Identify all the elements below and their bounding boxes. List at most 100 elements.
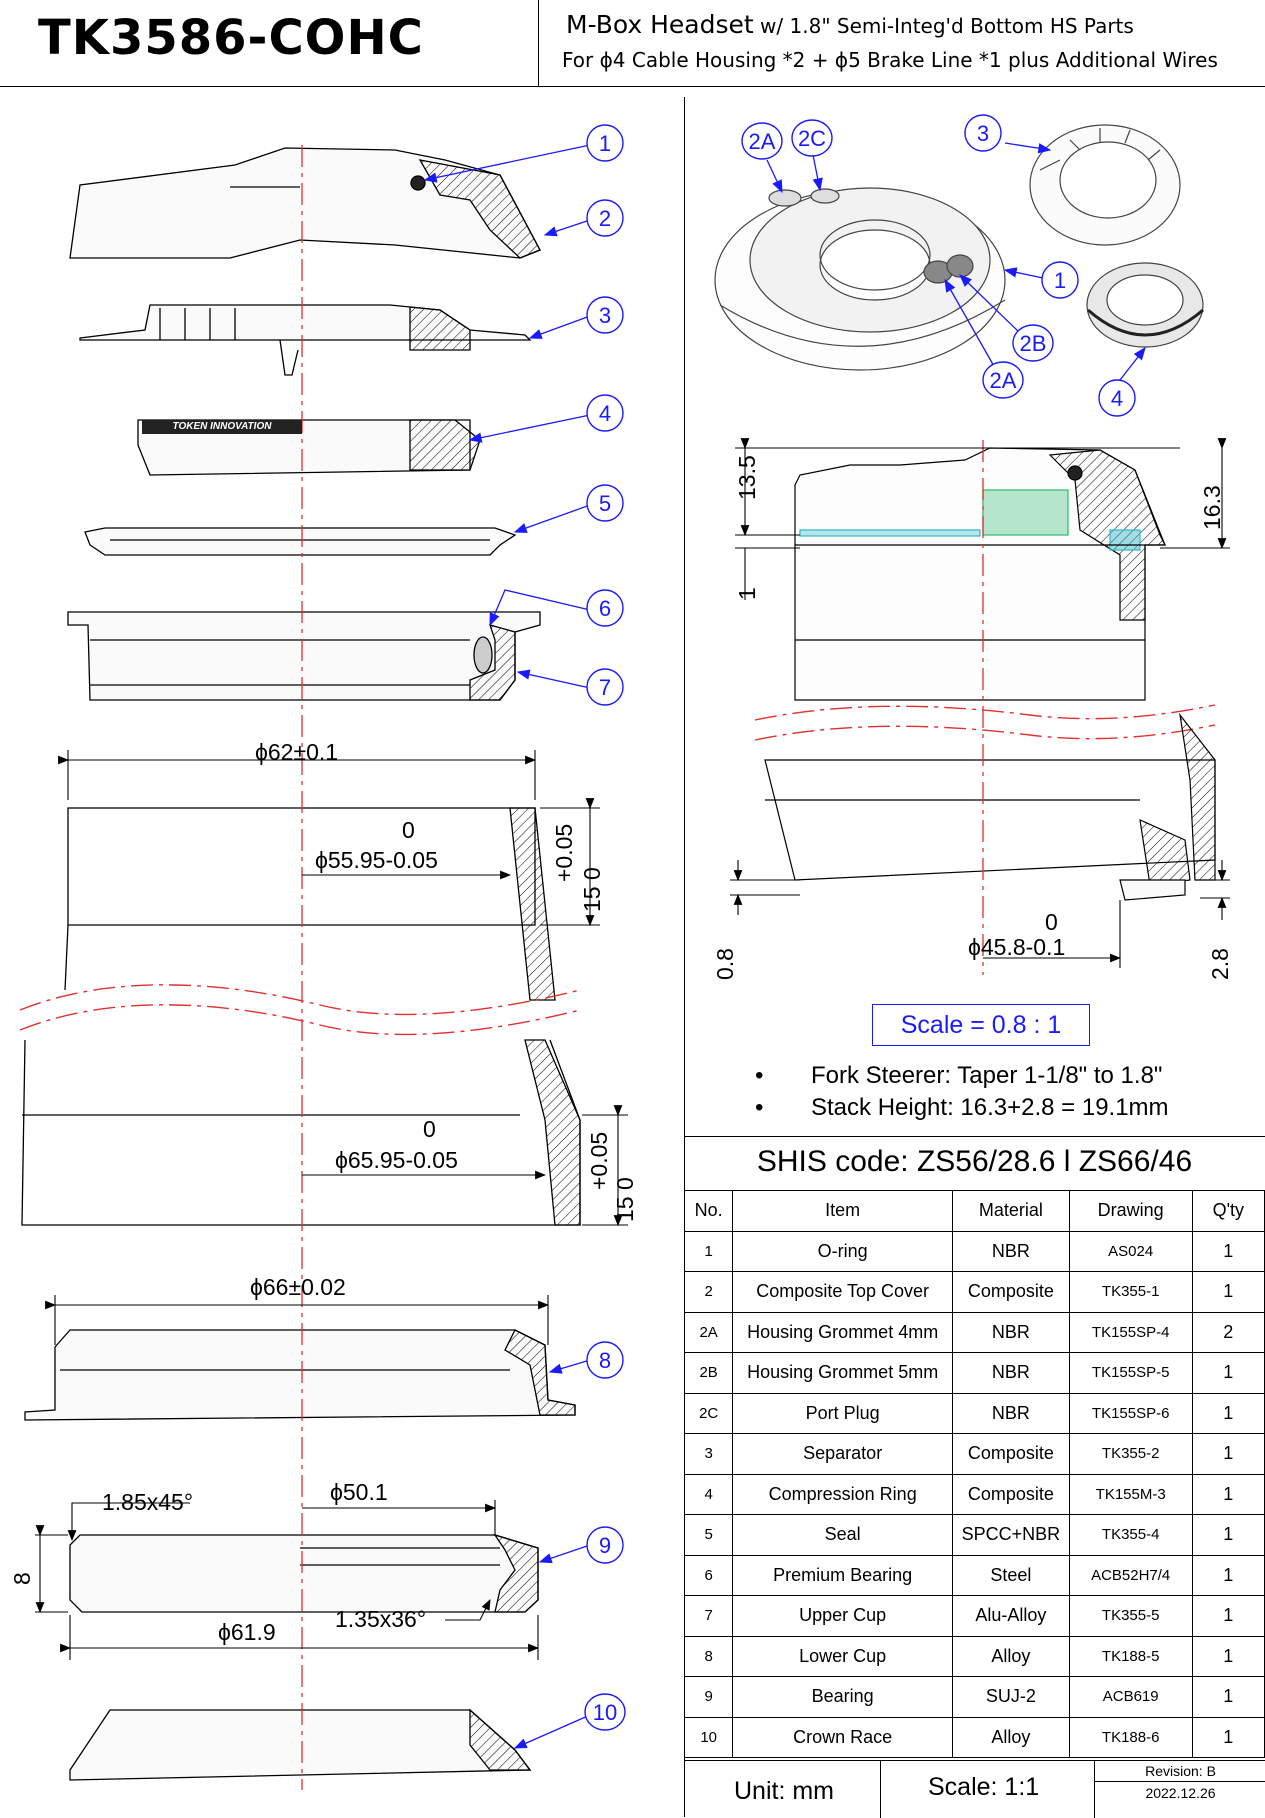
table-cell: TK155SP-6 bbox=[1068, 1392, 1193, 1434]
footer-revision: Revision: B bbox=[1095, 1761, 1265, 1782]
table-cell: TK188-5 bbox=[1068, 1635, 1193, 1677]
callout-balloon bbox=[982, 361, 1024, 399]
footer-scale: Scale: 1:1 bbox=[928, 1773, 1040, 1801]
table-cell: TK355-4 bbox=[1068, 1514, 1193, 1556]
callout-balloon bbox=[586, 668, 624, 706]
callout-label-9: 9 bbox=[599, 1533, 611, 1558]
dim-h8: 8 bbox=[9, 1572, 35, 1585]
dim-tol-lower-b: 15 0 bbox=[612, 1177, 638, 1222]
table-cell: Upper Cup bbox=[732, 1595, 954, 1637]
table-cell: Composite bbox=[952, 1473, 1070, 1515]
callout-balloon bbox=[586, 199, 624, 237]
crown-race-section bbox=[69, 1708, 532, 1781]
table-cell: TK355-1 bbox=[1068, 1271, 1193, 1313]
table-cell: Compression Ring bbox=[732, 1473, 954, 1515]
table-cell: Alloy bbox=[952, 1716, 1070, 1758]
footer-divider bbox=[880, 1761, 881, 1818]
table-cell: 1 bbox=[1191, 1352, 1265, 1394]
brand-logo: TOKEN INNOVATION bbox=[142, 420, 302, 434]
callout-balloon bbox=[741, 122, 783, 160]
table-cell: NBR bbox=[952, 1311, 1070, 1353]
table-cell: TK155SP-4 bbox=[1068, 1311, 1193, 1353]
footer-revision-cell: Revision: B 2022.12.26 bbox=[1094, 1761, 1265, 1818]
table-cell: SUJ-2 bbox=[952, 1676, 1070, 1718]
callout-label-5: 5 bbox=[599, 491, 611, 516]
upper-cup-section bbox=[67, 611, 541, 701]
callout-balloon bbox=[1012, 324, 1054, 362]
table-cell: NBR bbox=[952, 1352, 1070, 1394]
bullet-text: Stack Height: 16.3+2.8 = 19.1mm bbox=[811, 1094, 1169, 1121]
table-cell: Lower Cup bbox=[732, 1635, 954, 1677]
table-cell: Housing Grommet 4mm bbox=[732, 1311, 954, 1353]
callout-balloon bbox=[791, 119, 833, 157]
table-header-cell: No. bbox=[683, 1190, 734, 1232]
table-cell: TK155M-3 bbox=[1068, 1473, 1193, 1515]
header-divider bbox=[538, 0, 539, 86]
table-cell: 1 bbox=[1191, 1392, 1265, 1434]
table-cell: 1 bbox=[1191, 1595, 1265, 1637]
dim-d6595-top: 0 bbox=[423, 1116, 436, 1142]
callout-label-2c: 2C bbox=[798, 126, 826, 151]
dim-d501: ϕ50.1 bbox=[330, 1479, 388, 1505]
head-tube-section bbox=[21, 807, 581, 1226]
dim-h28: 2.8 bbox=[1207, 948, 1233, 980]
table-cell: Composite bbox=[952, 1433, 1070, 1475]
dim-tol-upper-b: 15 0 bbox=[579, 867, 605, 912]
callout-label-2a: 2A bbox=[990, 368, 1017, 393]
dim-h08: 0.8 bbox=[712, 948, 738, 980]
callout-label-2b: 2B bbox=[1020, 331, 1047, 356]
table-cell: Alloy bbox=[952, 1635, 1070, 1677]
table-header-cell: Q'ty bbox=[1191, 1190, 1265, 1232]
table-cell: 6 bbox=[683, 1554, 734, 1596]
table-cell: ACB52H7/4 bbox=[1068, 1554, 1193, 1596]
table-cell: 2 bbox=[683, 1271, 734, 1313]
callout-label-7: 7 bbox=[599, 675, 611, 700]
table-cell: 2A bbox=[683, 1311, 734, 1353]
callout-balloon bbox=[586, 124, 624, 162]
dimension-lines-right bbox=[730, 438, 1230, 968]
table-cell: Separator bbox=[732, 1433, 954, 1475]
table-cell: 7 bbox=[683, 1595, 734, 1637]
table-cell: AS024 bbox=[1068, 1230, 1193, 1272]
callout-balloon bbox=[586, 589, 624, 627]
product-title: M-Box Headset w/ 1.8" Semi-Integ'd Botto… bbox=[566, 10, 1134, 39]
table-cell: 8 bbox=[683, 1635, 734, 1677]
table-cell: Housing Grommet 5mm bbox=[732, 1352, 954, 1394]
table-cell: Seal bbox=[732, 1514, 954, 1556]
table-cell: Alu-Alloy bbox=[952, 1595, 1070, 1637]
dim-d62: ϕ62±0.1 bbox=[255, 739, 338, 765]
table-cell: 1 bbox=[1191, 1635, 1265, 1677]
dim-d66: ϕ66±0.02 bbox=[250, 1274, 346, 1300]
table-cell: NBR bbox=[952, 1230, 1070, 1272]
dimension-texts-left: ϕ62±0.1 0 ϕ55.95-0.05 +0.05 15 0 0 ϕ65.9… bbox=[9, 739, 638, 1645]
dimension-texts-right: 13.5 1 16.3 0.8 0 ϕ45.8-0.1 2.8 bbox=[712, 455, 1233, 980]
model-number: TK3586-COHC bbox=[38, 10, 424, 66]
lower-cup-section bbox=[24, 1329, 576, 1421]
table-cell: SPCC+NBR bbox=[952, 1514, 1070, 1556]
table-cell: ACB619 bbox=[1068, 1676, 1193, 1718]
callout-leaders-right bbox=[766, 142, 1146, 381]
callout-balloon bbox=[1041, 261, 1079, 299]
table-header-cell: Drawing bbox=[1068, 1190, 1193, 1232]
table-header-cell: Material bbox=[952, 1190, 1070, 1232]
dim-tol-upper: +0.05 bbox=[551, 824, 577, 882]
dim-d458: ϕ45.8-0.1 bbox=[968, 934, 1065, 960]
table-cell: 4 bbox=[683, 1473, 734, 1515]
dim-chamfer1: 1.85x45° bbox=[102, 1489, 193, 1515]
shis-code: SHIS code: ZS56/28.6 l ZS66/46 bbox=[684, 1136, 1265, 1187]
table-cell: 1 bbox=[683, 1230, 734, 1272]
bearing-section bbox=[69, 1533, 539, 1613]
callout-label-4: 4 bbox=[1111, 386, 1123, 411]
table-cell: Port Plug bbox=[732, 1392, 954, 1434]
